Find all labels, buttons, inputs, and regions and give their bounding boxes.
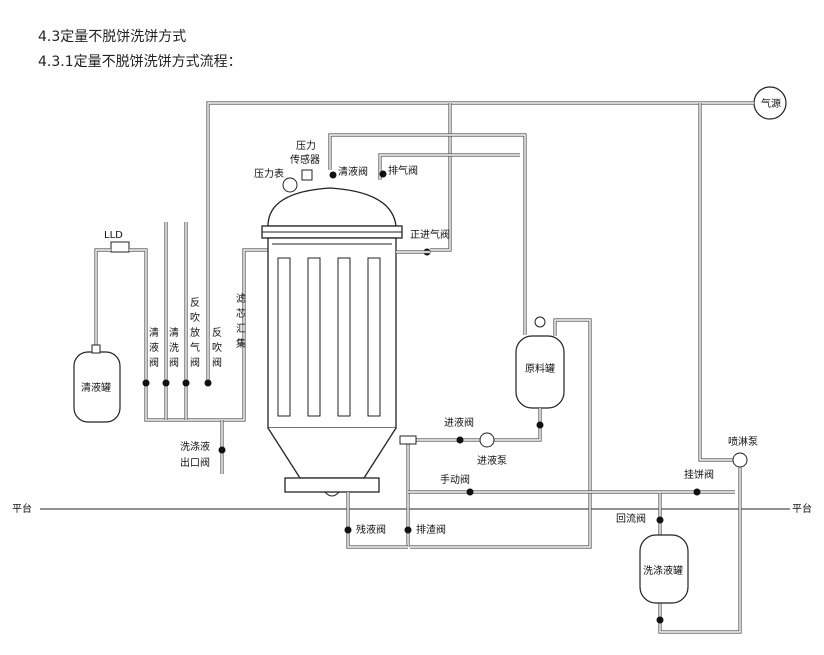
clean-wash-valve-label-2: 阀 <box>169 356 179 369</box>
lld-sensor <box>110 241 130 253</box>
wash-outlet-label-2: 出口阀 <box>180 456 210 469</box>
manual-valve-label: 手动阀 <box>440 473 470 486</box>
back-blow-valve-icon[interactable] <box>204 379 212 387</box>
residual-valve-icon[interactable] <box>344 526 352 534</box>
platform-left-label: 平台 <box>12 502 32 515</box>
clean-wash-valve-icon[interactable] <box>162 379 170 387</box>
back-blow-valve-label-1: 吹 <box>212 341 222 354</box>
clear-liquid-valve-label-1: 液 <box>149 341 159 354</box>
wash-tank-group: 洗涤液罐 <box>639 534 689 604</box>
pressure-sensor-label-2: 传感器 <box>290 153 320 166</box>
cake-valve-label: 挂饼阀 <box>684 468 714 481</box>
back-blow-vent-label-2: 放 <box>190 326 200 339</box>
raw-material-tank-label: 原料罐 <box>525 362 555 375</box>
cake-valve-icon[interactable] <box>693 488 701 496</box>
inlet-valve-label: 进液阀 <box>444 416 474 429</box>
inlet-pump-label: 进液泵 <box>477 454 507 467</box>
vertical-labels: 清 液 阀 清 洗 阀 反 吹 放 气 阀 反 吹 阀 滤 芯 汇 集 <box>149 292 246 369</box>
wash-outlet-valve-icon[interactable] <box>218 446 226 454</box>
pressure-gauge-icon <box>282 177 298 193</box>
back-blow-vent-label-1: 吹 <box>190 311 200 324</box>
lower-pipes <box>346 440 742 634</box>
pressure-sensor-icon <box>301 169 313 181</box>
return-valve-icon[interactable] <box>656 516 664 524</box>
wash-liquid-tank <box>639 534 689 604</box>
back-blow-valve-label-0: 反 <box>212 327 222 339</box>
back-blow-valve-label-2: 阀 <box>212 356 222 369</box>
positive-inlet-valve-label: 正进气阀 <box>410 228 450 241</box>
wash-tank-label: 洗涤液罐 <box>643 564 683 577</box>
clear-liquid-tank-group: LLD 清液罐 <box>73 230 148 423</box>
clean-wash-valve-label-0: 清 <box>169 326 179 339</box>
gas-source-label: 气源 <box>761 97 781 110</box>
left-valve-pipes <box>144 222 268 474</box>
drain-valve-label: 排渣阀 <box>416 523 446 536</box>
clear-liquid-top-valve-icon[interactable] <box>329 171 337 179</box>
raw-material-tank-group: 原料罐 <box>400 316 592 549</box>
wash-tank-outlet-valve-icon[interactable] <box>656 616 664 624</box>
spray-pump-label: 喷淋泵 <box>728 435 758 448</box>
clear-liquid-top-valve-label: 清液阀 <box>338 165 368 178</box>
section-heading: 4.3定量不脱饼洗饼方式 <box>38 29 187 45</box>
gas-supply-pipes <box>206 101 754 462</box>
filter-vessel <box>261 187 403 497</box>
wash-outlet-label-1: 洗涤液 <box>180 440 210 453</box>
back-blow-vent-label-4: 阀 <box>190 356 200 369</box>
platform-right-label: 平台 <box>792 502 812 515</box>
clear-liquid-valve-label-0: 清 <box>149 326 159 339</box>
return-valve-label: 回流阀 <box>616 512 646 525</box>
subsection-heading: 4.3.1定量不脱饼洗饼方式流程： <box>38 54 242 70</box>
clear-liquid-valve-label-2: 阀 <box>149 356 159 369</box>
drain-valve-icon[interactable] <box>404 526 412 534</box>
clear-liquid-valve-icon[interactable] <box>142 379 150 387</box>
back-blow-vent-label-0: 反 <box>190 297 200 309</box>
lld-label: LLD <box>104 230 123 241</box>
manual-valve-icon[interactable] <box>466 488 474 496</box>
raw-tank-outlet-valve-icon[interactable] <box>536 421 544 429</box>
back-blow-vent-label-3: 气 <box>190 341 200 354</box>
residual-valve-label: 残液阀 <box>356 523 386 536</box>
filter-manifold-label-1: 芯 <box>236 307 246 320</box>
back-blow-vent-valve-icon[interactable] <box>182 379 190 387</box>
exhaust-valve-icon[interactable] <box>379 170 387 178</box>
clear-liquid-tank-label: 清液罐 <box>81 381 111 394</box>
filter-manifold-label-2: 汇 <box>236 322 246 335</box>
filter-manifold-label-0: 滤 <box>236 292 246 305</box>
pressure-sensor-label-1: 压力 <box>296 139 316 152</box>
spray-pump-icon[interactable] <box>732 452 748 468</box>
flange-icon <box>399 435 417 445</box>
exhaust-valve-label: 排气阀 <box>388 164 418 177</box>
filter-manifold-label-3: 集 <box>236 337 246 350</box>
inlet-valve-icon[interactable] <box>456 436 464 444</box>
clean-wash-valve-label-1: 洗 <box>169 342 179 354</box>
inlet-pump-icon[interactable] <box>479 432 495 448</box>
pressure-gauge-label: 压力表 <box>254 167 284 180</box>
